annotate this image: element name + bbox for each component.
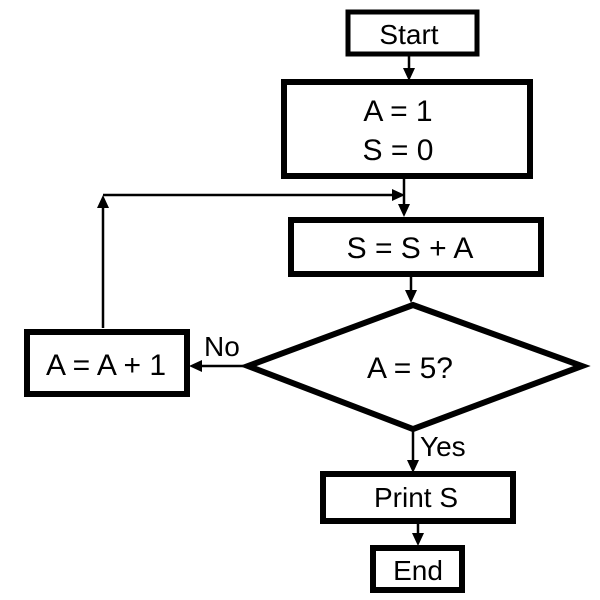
node-decision-diamond xyxy=(239,301,591,433)
node-increment-label: A = A + 1 xyxy=(46,349,166,382)
node-init-line2: S = 0 xyxy=(363,134,434,167)
node-end-label: End xyxy=(393,555,443,586)
node-decision: A = 5? xyxy=(239,301,591,433)
node-init-box xyxy=(281,79,533,179)
arrowhead-start-to-init xyxy=(403,68,415,81)
arrowhead-init-to-accumulate xyxy=(398,204,410,217)
node-init-line1: A = 1 xyxy=(363,95,432,128)
edge-label-no: No xyxy=(204,331,240,362)
arrowhead-print-to-end xyxy=(412,533,424,546)
node-end: End xyxy=(370,545,465,593)
node-accumulate: S = S + A xyxy=(288,217,544,277)
node-start-box xyxy=(345,9,480,57)
node-increment-box xyxy=(24,329,190,397)
arrowhead-loop-up xyxy=(97,195,109,208)
node-end-box xyxy=(370,545,465,593)
arrowhead-decision-to-print xyxy=(407,460,419,473)
node-increment: A = A + 1 xyxy=(24,329,190,397)
arrowhead-loop-join xyxy=(392,189,405,201)
node-start: Start xyxy=(345,9,480,57)
node-print-box xyxy=(320,471,516,524)
edge-label-yes: Yes xyxy=(420,431,466,462)
node-print-label: Print S xyxy=(374,482,458,513)
arrowhead-decision-to-increment xyxy=(189,360,202,372)
node-print: Print S xyxy=(320,471,516,524)
node-decision-label: A = 5? xyxy=(367,352,453,385)
arrowhead-accumulate-to-decision xyxy=(405,290,417,303)
node-init: A = 1 S = 0 xyxy=(281,79,533,179)
node-accumulate-label: S = S + A xyxy=(347,232,474,265)
node-accumulate-box xyxy=(288,217,544,277)
node-start-label: Start xyxy=(379,19,438,50)
